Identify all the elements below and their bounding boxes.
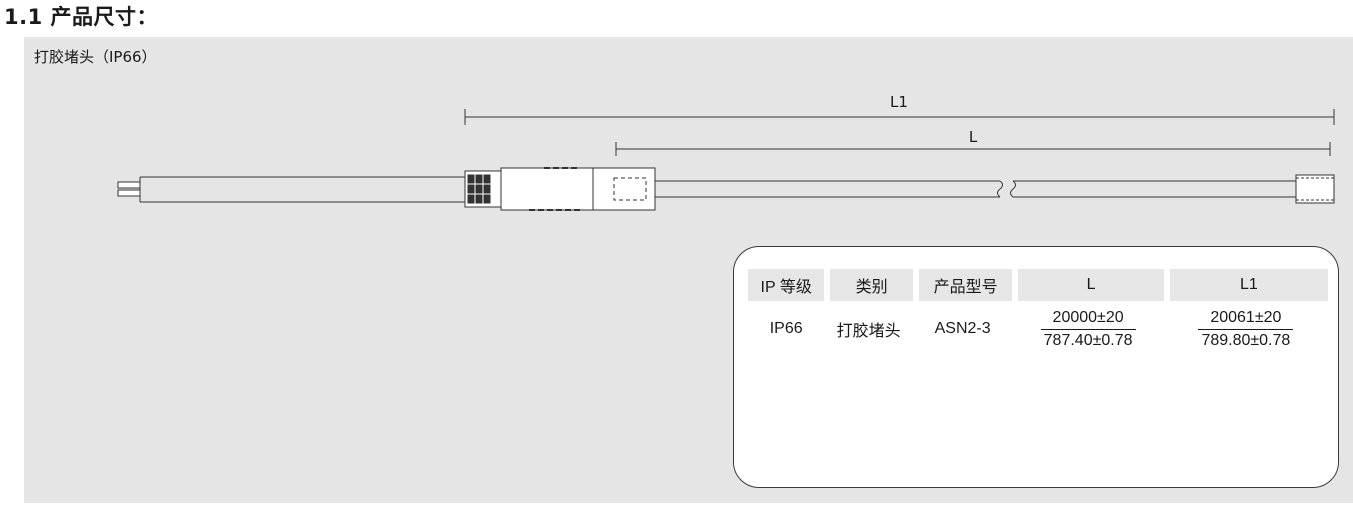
coupling-sleeve (592, 167, 656, 211)
product-drawing-panel: 打胶堵头（IP66） (24, 37, 1353, 503)
l-dimension-line (615, 142, 1331, 156)
header-l1: L1 (1163, 269, 1328, 301)
l-dimension-label: L (968, 128, 978, 146)
table-row: IP66 打胶堵头 ASN2-3 20000±20 787.40±0.78 20… (748, 301, 1328, 357)
l-value-fraction: 20000±20 787.40±0.78 (1040, 308, 1136, 351)
cell-ip-rating: IP66 (769, 320, 803, 337)
end-cap (1295, 174, 1335, 204)
connector-grip (464, 170, 502, 208)
header-model: 产品型号 (912, 269, 1013, 301)
header-l: L (1012, 269, 1164, 301)
header-category: 类别 (824, 269, 913, 301)
cable-jacket (139, 176, 465, 203)
cell-l: 20000±20 787.40±0.78 (1012, 301, 1163, 357)
drawing-caption: 打胶堵头（IP66） (34, 48, 157, 66)
cell-category: 打胶堵头 (836, 323, 901, 340)
cable-drawing (117, 109, 1335, 211)
section-title: 1.1 产品尺寸： (4, 5, 159, 29)
l-value-mm: 20000±20 (1040, 308, 1136, 330)
l1-value-fraction: 20061±20 789.80±0.78 (1198, 308, 1294, 351)
spec-table: IP 等级 类别 产品型号 L L1 IP66 打胶堵头 ASN2-3 2000… (748, 269, 1328, 357)
header-ip-rating: IP 等级 (748, 269, 825, 301)
spec-table-card: IP 等级 类别 产品型号 L L1 IP66 打胶堵头 ASN2-3 2000… (733, 246, 1339, 488)
l1-dimension-label: L1 (890, 93, 908, 111)
l-value-inch: 787.40±0.78 (1043, 331, 1133, 349)
connector-body (500, 167, 594, 211)
main-cable (655, 180, 1296, 198)
lead-wires (117, 181, 141, 197)
l1-dimension-line (464, 109, 1335, 125)
l1-value-mm: 20061±20 (1198, 308, 1294, 330)
spec-table-header-row: IP 等级 类别 产品型号 L L1 (748, 269, 1328, 301)
cell-l1: 20061±20 789.80±0.78 (1164, 301, 1328, 357)
cell-model: ASN2-3 (934, 320, 991, 337)
l1-value-inch: 789.80±0.78 (1201, 331, 1291, 349)
